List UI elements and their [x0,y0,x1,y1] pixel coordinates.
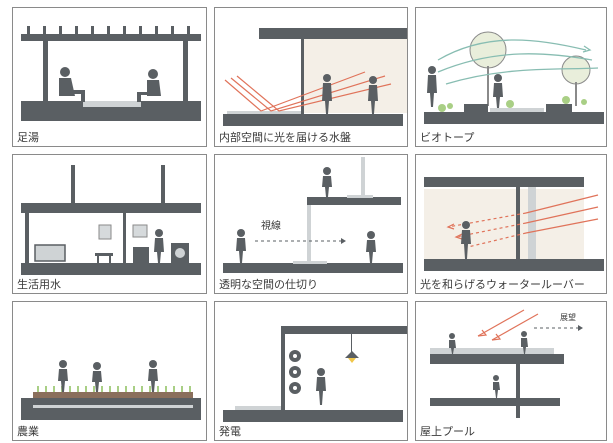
pond-water [490,108,544,112]
water-turbines [289,350,301,394]
lamp-icon [345,351,359,358]
turbine-icon [289,366,301,378]
caption: 足湯 [17,131,39,144]
person-upper [322,167,332,197]
view-label: 展望 [560,312,576,322]
panel-rooftop-pool: 展望 屋上プール [415,301,607,441]
ground-slab [424,112,604,124]
water-surface [227,111,301,114]
tree-canopy-left [469,31,507,69]
caption: 光を和らげるウォータールーバー [420,278,585,291]
panel-light-water-basin: 内部空間に光を届ける水盤 [214,7,408,147]
person [461,221,471,259]
caption: 生活用水 [17,278,61,291]
pool-water [430,348,554,354]
panel-domestic-water: 生活用水 [12,154,207,294]
biotope-illustration [424,31,604,124]
sunlight-rays [477,309,539,341]
person-right [366,231,376,263]
roof-slab [424,177,584,187]
person-left [427,66,437,107]
panel-foot-bath: 足湯 [12,7,207,147]
lower-slab [430,398,560,406]
softened-light-rays [446,194,599,248]
farmer-1 [58,360,68,392]
floor-slab [223,410,403,422]
person-sitting-left [59,67,85,102]
interior-light-area [424,189,584,259]
wind-flow-arrows [437,39,599,85]
person-standing-right [368,76,378,114]
caption: ビオトープ [420,131,475,144]
transparent-partition-illustration: 視線 [223,157,403,273]
turbine-icon [289,350,301,362]
panel-agriculture: 農業 [12,301,207,441]
foot-bath-illustration [21,26,201,121]
floor-slab [223,263,403,273]
panel-power-generation: 発電 [214,301,408,441]
person [316,368,326,405]
foot-bath-water [83,101,141,107]
pergola-post-right [183,41,188,103]
agriculture-illustration [21,360,201,420]
ground-slab [21,398,201,420]
turbine-icon [289,382,301,394]
soil-bed [33,392,193,398]
column [516,364,520,418]
person-left [236,229,246,263]
window-panel [98,224,112,240]
caption: 透明な空間の仕切り [219,278,318,291]
water-louver-illustration [424,177,604,271]
pool-slab [430,354,564,364]
bathtub [34,244,66,262]
floor-slab [424,259,604,271]
tree-canopy-right [561,55,591,85]
panel-water-louver: 光を和らげるウォータールーバー [415,154,607,294]
sightline-label: 視線 [261,219,281,232]
farmer-2 [92,362,102,392]
caption: 屋上プール [420,425,475,438]
domestic-water-illustration [21,165,201,275]
upper-floor [307,197,401,205]
caption: 農業 [17,425,39,438]
panel-biotope: ビオトープ [415,7,607,147]
pergola-beam [21,34,201,41]
caption: 内部空間に光を届ける水盤 [219,131,351,144]
glass-partition [307,205,311,263]
sink-counter [133,247,149,263]
water-louver [528,187,536,261]
plants [438,96,587,112]
person-rooftop-left [449,333,456,354]
person-standing-left [322,74,332,114]
roof-slab [259,28,407,39]
person-lower [493,375,500,398]
panel-transparent-partition: 視線 透明な空間の仕切り [214,154,408,294]
rooftop-pool-illustration: 展望 [430,309,583,418]
floor-slab [21,263,201,275]
table [95,253,113,256]
person-rooftop-right [521,331,528,354]
person-sitting-right [137,69,161,102]
pergola-post-left [43,41,48,103]
glass-mullion [301,39,304,117]
caption: 発電 [219,425,241,438]
power-generation-illustration [223,326,407,422]
water-basin-illustration [223,28,407,126]
floor-slab [223,114,403,126]
person [154,229,164,263]
farmer-3 [148,360,158,392]
ground-slab [21,101,201,121]
crops [37,386,191,392]
person-center [493,74,503,108]
upper-slab [21,203,201,213]
wall-column [281,326,285,410]
glass-column-upper [361,157,365,197]
roof-slab [285,326,407,334]
